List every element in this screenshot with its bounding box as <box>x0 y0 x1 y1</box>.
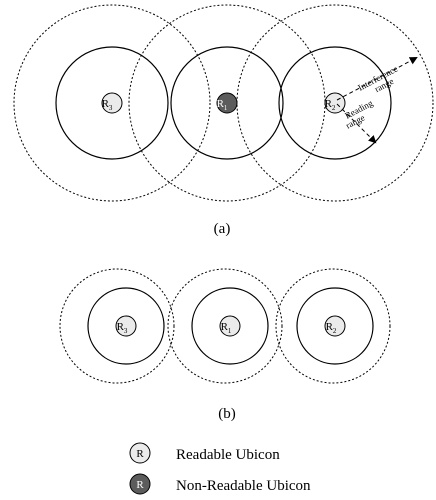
legend-non-readable-label: Non-Readable Ubicon <box>176 478 311 494</box>
reader-b-r1-label: R1 <box>221 321 232 335</box>
reading-range-r1 <box>170 46 284 160</box>
reading-range-r3 <box>55 46 169 160</box>
reader-b-r2-label: R2 <box>326 321 337 335</box>
reading-range-arrow <box>336 103 377 144</box>
panel-b-caption: (b) <box>218 406 236 422</box>
reader-b-r3-label: R3 <box>117 321 128 335</box>
reader-b-r3: R3 <box>115 315 137 337</box>
legend-non-readable-symbol-label: R <box>136 479 144 491</box>
reader-b-r1: R1 <box>219 315 241 337</box>
reader-r2: R2 <box>324 92 346 114</box>
reader-r3: R3 <box>101 92 123 114</box>
interference-range-r2 <box>236 4 434 202</box>
reading-range-b-r2 <box>296 287 374 365</box>
reading-range-b-r1 <box>191 287 269 365</box>
reader-r2-label: R2 <box>325 98 336 112</box>
panel-a: R3 R1 R2 Interference range Reading rang… <box>13 4 434 237</box>
reader-r3-label: R3 <box>102 98 113 112</box>
legend-readable-symbol <box>129 442 151 464</box>
legend-non-readable-symbol <box>129 473 151 495</box>
panel-a-caption: (a) <box>214 221 231 237</box>
interference-range-b-r1 <box>167 268 283 384</box>
legend-readable-symbol-label: R <box>136 448 144 460</box>
reader-r1-label: R1 <box>217 98 228 112</box>
interference-range-b-r3 <box>59 268 175 384</box>
legend: R Readable Ubicon R Non-Readable Ubicon <box>129 442 311 495</box>
legend-item-non-readable: R Non-Readable Ubicon <box>129 473 311 495</box>
reading-range-r2 <box>278 46 392 160</box>
legend-item-readable: R Readable Ubicon <box>129 442 280 464</box>
interference-range-label: Interference range <box>356 62 405 100</box>
legend-readable-label: Readable Ubicon <box>176 447 280 463</box>
reading-range-b-r3 <box>87 287 165 365</box>
interference-range-b-r2 <box>275 268 391 384</box>
reader-b-r2: R2 <box>324 315 346 337</box>
interference-range-r3 <box>13 4 211 202</box>
reading-range-label: Reading range <box>340 97 381 131</box>
panel-b: R3 R1 R2 (b) <box>59 268 391 422</box>
reader-r1-non-readable: R1 <box>216 92 238 114</box>
interference-range-arrow <box>336 57 418 101</box>
